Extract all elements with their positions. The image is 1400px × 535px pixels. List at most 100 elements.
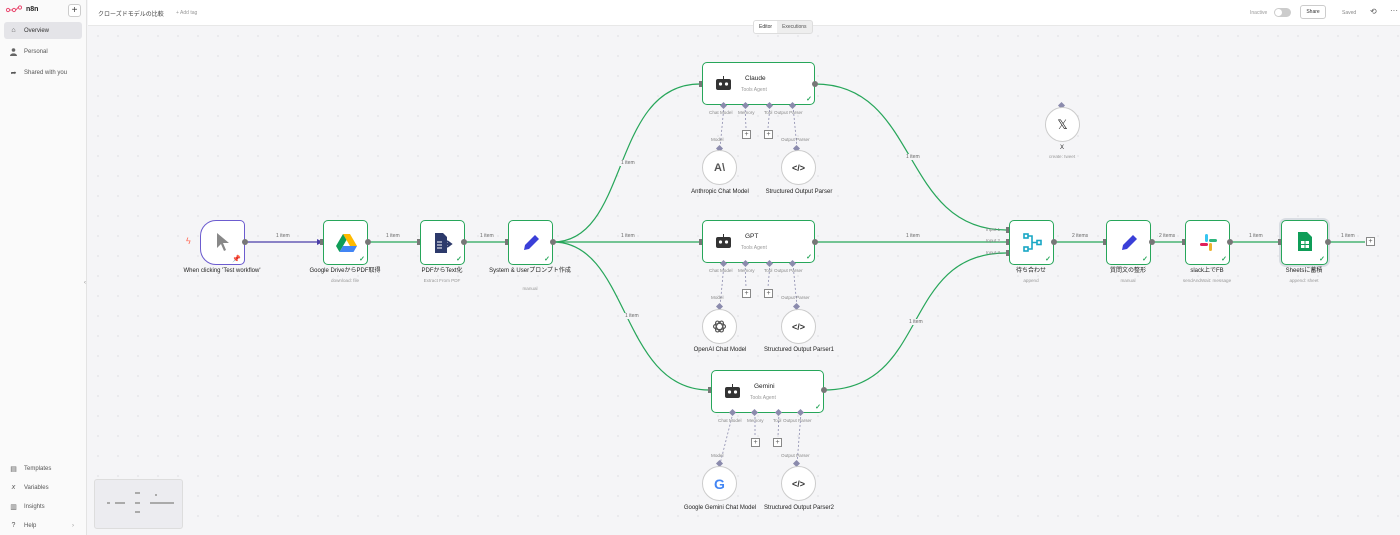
slack-node[interactable]: ✓	[1185, 220, 1230, 265]
edge-label: 1 item	[905, 233, 921, 239]
file-export-icon	[435, 233, 453, 253]
gpt-agent-node[interactable]: GPT Tools Agent ✓	[702, 220, 815, 263]
node-label: When clicking 'Test workflow'	[183, 268, 261, 274]
parser-node[interactable]: </>	[781, 150, 816, 185]
port-label: Chat Model	[718, 418, 742, 423]
success-check-icon: ✓	[806, 254, 812, 261]
pen-icon	[1122, 235, 1137, 250]
add-memory-button[interactable]: +	[742, 130, 751, 139]
tab-editor[interactable]: Editor	[754, 21, 778, 33]
node-subtitle: create: tweet	[1048, 154, 1076, 159]
share-button[interactable]: Share	[1300, 5, 1326, 19]
edge-label: 1 item	[275, 233, 291, 239]
variables-icon: x	[11, 484, 16, 491]
add-tool-button[interactable]: +	[764, 130, 773, 139]
merge-node[interactable]: ✓	[1009, 220, 1054, 265]
port-label: Output Parser	[783, 418, 812, 423]
sidebar-item-insights[interactable]: ▥ Insights	[4, 498, 82, 515]
agent-title: GPT	[745, 233, 759, 240]
sidebar-item-personal[interactable]: Personal	[4, 43, 82, 60]
sidebar-item-label: Variables	[24, 484, 49, 491]
sidebar-item-overview[interactable]: ⌂ Overview	[4, 22, 82, 39]
edge-label: 1 item	[905, 154, 921, 160]
port-label: Memory	[738, 110, 755, 115]
code-icon: </>	[791, 478, 805, 489]
help-icon: ?	[11, 522, 16, 529]
openai-model-node[interactable]	[702, 309, 737, 344]
port-label: Output Parser	[774, 268, 803, 273]
edge-label: 1 item	[620, 233, 636, 239]
collapse-sidebar-icon[interactable]: ‹	[84, 280, 86, 286]
n8n-logo-icon	[6, 5, 22, 13]
agent-subtitle: Tools Agent	[741, 245, 767, 251]
anthropic-icon: A\	[714, 161, 725, 174]
sheets-node[interactable]: ✓	[1281, 220, 1328, 265]
tab-executions[interactable]: Executions	[782, 24, 807, 30]
merge-icon	[1023, 233, 1042, 252]
sidebar-item-shared[interactable]: ➦ Shared with you	[4, 64, 82, 81]
more-options-icon[interactable]: ···	[1390, 6, 1398, 15]
gdrive-node[interactable]: ✓	[323, 220, 368, 265]
edge-label: 2 items	[1071, 233, 1090, 239]
google-drive-icon	[336, 234, 357, 252]
node-label: 質問文の整形	[1109, 268, 1146, 274]
chevron-right-icon: ›	[72, 522, 74, 529]
cursor-icon	[217, 233, 229, 251]
workflow-canvas[interactable]	[88, 26, 1400, 535]
add-memory-button[interactable]: +	[742, 289, 751, 298]
sidebar-item-variables[interactable]: x Variables	[4, 479, 82, 496]
agent-subtitle: Tools Agent	[741, 87, 767, 93]
n8n-logo[interactable]: n8n	[6, 5, 38, 13]
add-tag-button[interactable]: + Add tag	[176, 10, 198, 16]
agent-title: Claude	[745, 75, 766, 82]
port-label: Output Parser	[781, 453, 810, 458]
trigger-node[interactable]: 📌	[200, 220, 245, 265]
success-check-icon: ✓	[456, 256, 462, 263]
port-label: Input 3	[986, 250, 1001, 255]
workflow-title[interactable]: クローズドモデルの比較	[98, 12, 164, 18]
node-label: Structured Output Parser2	[763, 505, 835, 511]
minimap[interactable]	[94, 479, 183, 529]
code-icon: </>	[791, 321, 805, 332]
sidebar-item-label: Personal	[24, 48, 48, 55]
success-check-icon: ✓	[1221, 256, 1227, 263]
node-label: OpenAI Chat Model	[693, 347, 747, 353]
google-icon: G	[714, 475, 725, 492]
prompt-node[interactable]: ✓	[508, 220, 553, 265]
active-toggle[interactable]	[1274, 8, 1291, 17]
edge-label: 1 item	[908, 319, 924, 325]
parser-node[interactable]: </>	[781, 309, 816, 344]
node-subtitle: sendAndWait: message	[1182, 278, 1232, 283]
claude-agent-node[interactable]: Claude Tools Agent ✓	[702, 62, 815, 105]
port-label: Memory	[747, 418, 764, 423]
edge-label: 1 item	[1248, 233, 1264, 239]
node-subtitle: download: file	[330, 278, 360, 283]
history-icon[interactable]: ⟲	[1370, 7, 1377, 16]
create-button[interactable]: +	[68, 4, 81, 17]
active-status-label: Inactive	[1250, 10, 1268, 16]
add-tool-button[interactable]: +	[764, 289, 773, 298]
view-tabs: Editor Executions	[753, 20, 813, 34]
success-check-icon: ✓	[1142, 256, 1148, 263]
sidebar-item-templates[interactable]: ▤ Templates	[4, 460, 82, 477]
robot-icon	[716, 76, 731, 90]
port-label: Output Parser	[774, 110, 803, 115]
share-icon: ➦	[10, 69, 17, 77]
sidebar-item-label: Insights	[24, 503, 45, 510]
sidebar-item-label: Shared with you	[24, 69, 68, 76]
pdf-node[interactable]: ✓	[420, 220, 465, 265]
edit-node[interactable]: ✓	[1106, 220, 1151, 265]
anthropic-model-node[interactable]: A\	[702, 150, 737, 185]
sidebar-item-help[interactable]: ? Help ›	[4, 517, 82, 534]
node-label: slack上でFB	[1190, 268, 1224, 274]
agent-subtitle: Tools Agent	[750, 395, 776, 401]
sidebar-item-label: Help	[24, 522, 37, 529]
x-node[interactable]: 𝕏	[1045, 107, 1080, 142]
add-memory-button[interactable]: +	[751, 438, 760, 447]
add-node-button[interactable]: +	[1366, 237, 1375, 246]
port-label: Tool	[764, 268, 773, 273]
gemini-model-node[interactable]: G	[702, 466, 737, 501]
gemini-agent-node[interactable]: Gemini Tools Agent ✓	[711, 370, 824, 413]
add-tool-button[interactable]: +	[773, 438, 782, 447]
parser-node[interactable]: </>	[781, 466, 816, 501]
